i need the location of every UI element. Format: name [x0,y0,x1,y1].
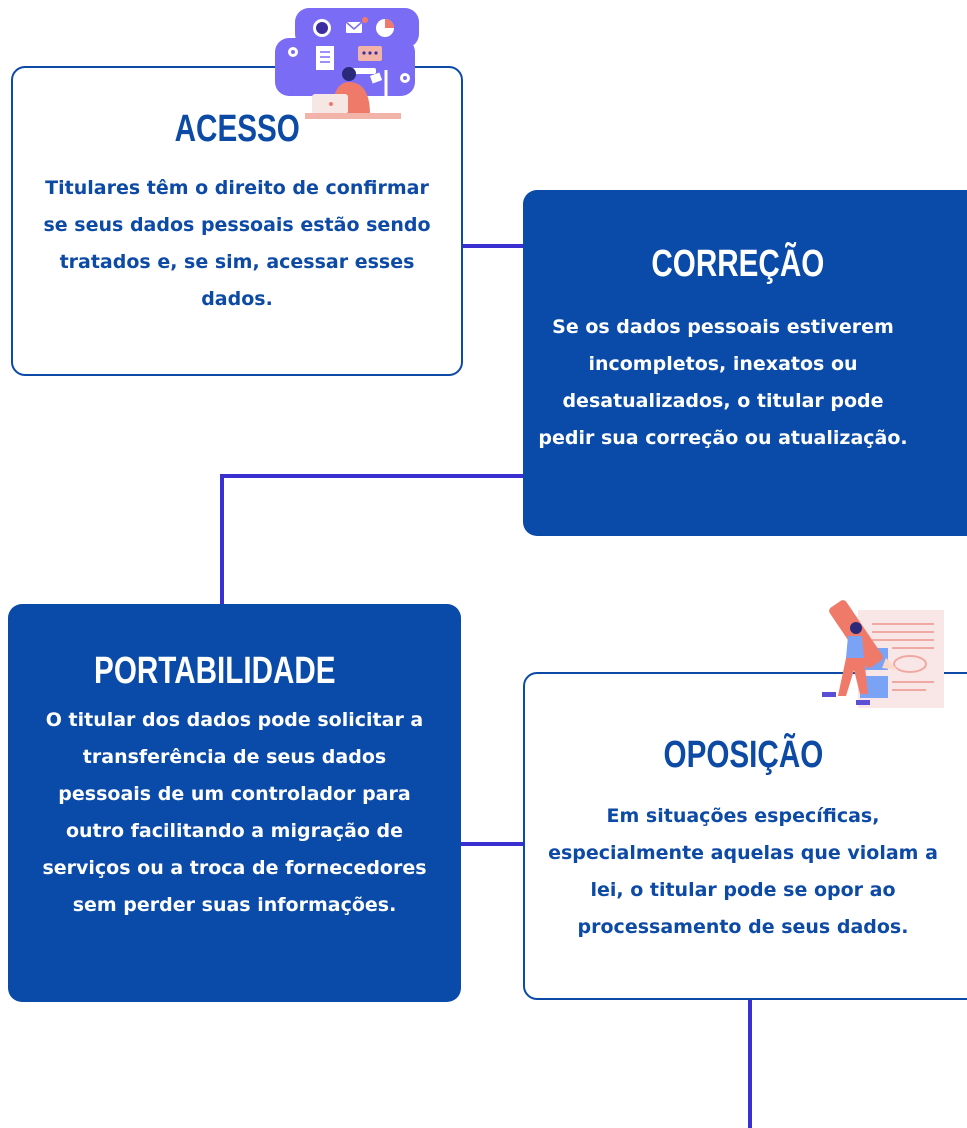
connector-portabilidade-oposicao [458,842,526,846]
card-title-correcao: CORREÇÃO [651,243,825,285]
card-body-correcao: Se os dados pessoais estiverem incomplet… [538,316,908,449]
connector-correcao-horizontal [220,474,526,478]
card-body-portabilidade: O titular dos dados pode solicitar a tra… [42,709,427,916]
person-at-laptop-with-apps-icon [275,8,419,119]
connector-portabilidade-vertical [220,474,224,608]
connector-acesso-correcao [460,244,526,248]
card-portabilidade: PORTABILIDADE O titular dos dados pode s… [8,604,461,1002]
card-body-acesso: Titulares têm o direito de confirmar se … [43,177,431,310]
connector-oposicao-bottom [748,998,752,1128]
card-title-oposicao: OPOSIÇÃO [663,734,823,776]
card-title-acesso: ACESSO [174,108,300,150]
card-oposicao: OPOSIÇÃO Em situações específicas, espec… [523,672,967,1000]
card-title-portabilidade: PORTABILIDADE [93,650,336,692]
card-body-oposicao: Em situações específicas, especialmente … [548,805,938,938]
person-with-giant-pencil-and-document-icon [822,600,944,708]
card-correcao: CORREÇÃO Se os dados pessoais estiverem … [523,190,967,536]
